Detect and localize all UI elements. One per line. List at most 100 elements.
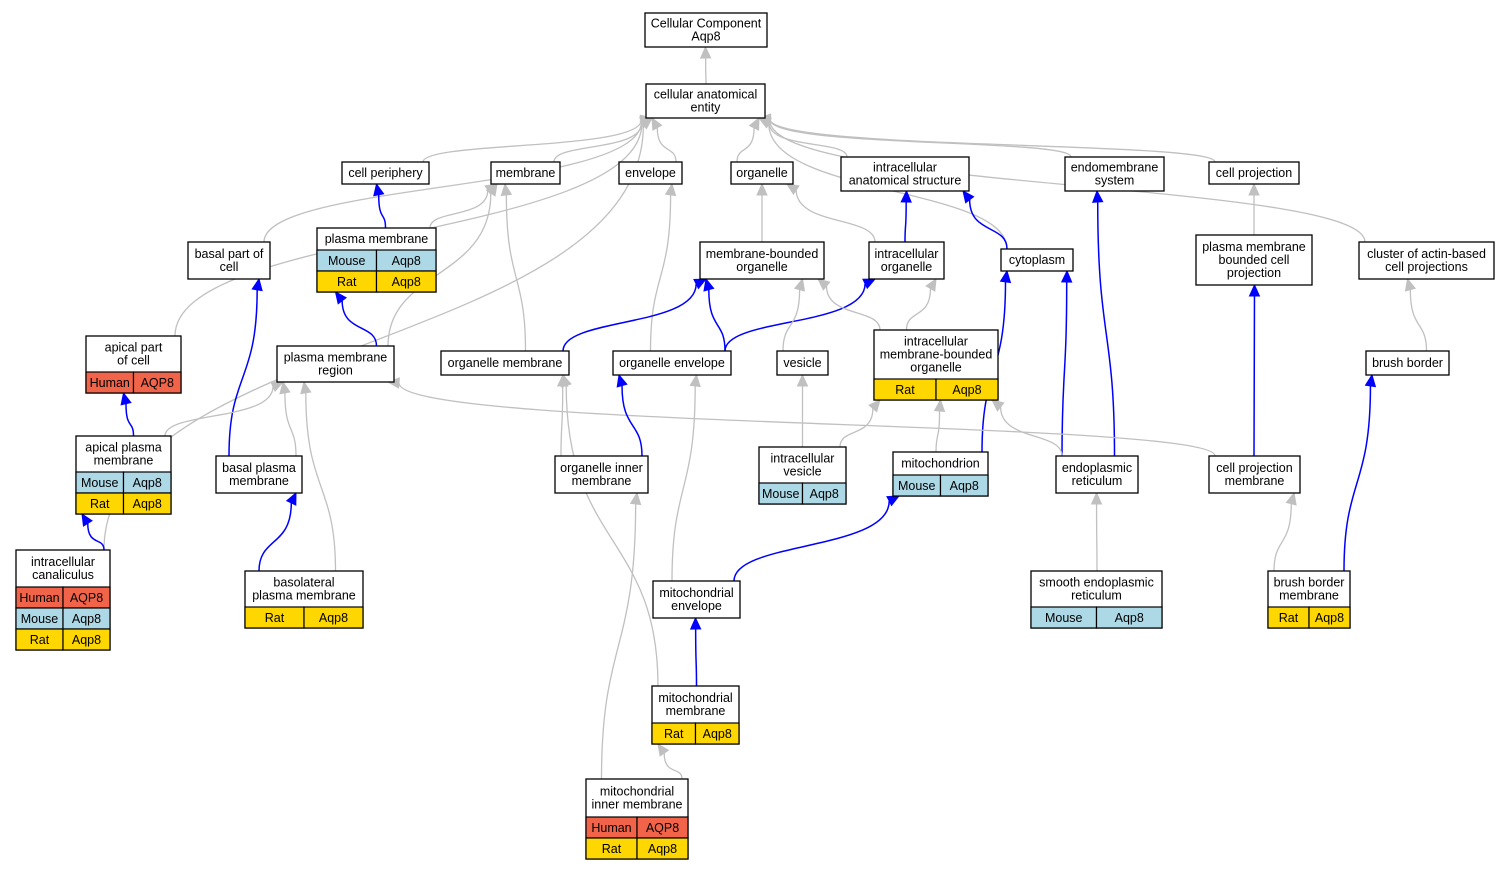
node-orgmem[interactable]: organelle membrane <box>440 350 570 376</box>
node-envelope[interactable]: envelope <box>618 161 683 185</box>
is-a-edge-line <box>782 289 801 352</box>
is-a-arrowhead <box>817 278 831 291</box>
node-label-line: cluster of actin-based <box>1367 247 1486 261</box>
edge-bpm-to-pmr <box>279 380 297 457</box>
edge-pmbcp-to-cellproj <box>1248 182 1260 235</box>
gene-cell <box>375 270 437 293</box>
gene-cell <box>62 628 111 651</box>
edge-imbo-to-intorg <box>905 277 937 331</box>
part-of-arrowhead <box>81 512 93 527</box>
node-box <box>618 161 683 185</box>
edge-brushborder-to-cluster <box>1404 277 1428 352</box>
node-cytoplasm[interactable]: cytoplasm <box>1000 248 1074 272</box>
edge-blpm-to-pmr <box>300 380 337 572</box>
species-label: Rat <box>30 633 50 647</box>
node-box <box>644 12 768 48</box>
node-brushborder[interactable]: brush border <box>1365 350 1450 376</box>
is-a-edge-line <box>768 122 848 158</box>
node-vesicle[interactable]: vesicle <box>776 350 829 376</box>
part-of-arrowhead <box>251 277 263 292</box>
edge-endomem-to-cae <box>757 113 1072 158</box>
node-membrane[interactable]: membrane <box>490 161 561 185</box>
gene-cell <box>303 606 364 629</box>
species-label: Human <box>591 821 631 835</box>
node-label-line: projection <box>1227 266 1281 280</box>
node-cellperiph[interactable]: cell periphery <box>341 161 430 185</box>
gene-label: Aqp8 <box>810 487 839 501</box>
node-imbo[interactable]: intracellularmembrane-boundedorganelleRa… <box>873 329 999 401</box>
part-of-edge-line <box>228 289 258 457</box>
node-organelle[interactable]: organelle <box>730 161 794 185</box>
part-of-edge-line <box>708 289 726 352</box>
edge-mim-to-oim <box>600 491 642 780</box>
node-box <box>1208 455 1301 494</box>
species-label: Rat <box>664 727 684 741</box>
part-of-edge-line <box>1096 201 1116 457</box>
is-a-edge-line <box>422 119 642 163</box>
node-cellproj[interactable]: cell projection <box>1208 161 1300 185</box>
node-label-line: membrane <box>496 166 556 180</box>
node-box <box>1064 156 1165 192</box>
is-a-edge-line <box>560 385 564 457</box>
node-label-line: of cell <box>117 354 150 368</box>
node-label-line: mitochondrial <box>600 785 674 799</box>
part-of-arrowhead <box>616 373 628 388</box>
is-a-arrowhead <box>748 116 760 131</box>
node-box <box>699 241 825 280</box>
edge-cpm-to-pmr <box>386 377 1216 457</box>
node-orgenv[interactable]: organelle envelope <box>612 350 732 376</box>
part-of-edge-line <box>1061 281 1068 457</box>
node-label-line: membrane <box>94 454 154 468</box>
edge-cellproj-to-cae <box>757 113 1216 163</box>
node-label-line: intracellular <box>771 452 835 466</box>
node-label-line: intracellular <box>31 555 95 569</box>
gene-label: AQP8 <box>141 376 174 390</box>
node-label-line: Aqp8 <box>691 30 720 44</box>
node-label-line: region <box>318 364 353 378</box>
gene-label: AQP8 <box>70 591 103 605</box>
part-of-edge-line <box>86 523 105 551</box>
is-a-edge-line <box>565 385 659 687</box>
is-a-edge-line <box>164 386 274 437</box>
node-box <box>776 350 829 376</box>
is-a-arrowhead <box>664 182 677 197</box>
gene-label: Aqp8 <box>319 611 348 625</box>
is-a-arrowhead <box>300 380 312 395</box>
node-label-line: apical plasma <box>85 441 161 455</box>
is-a-arrowhead <box>933 398 946 412</box>
is-a-edge-line <box>769 118 1216 163</box>
node-label-line: brush border <box>1372 356 1443 370</box>
is-a-arrowhead <box>279 380 291 395</box>
edge-apicalpart-to-cae <box>174 117 654 337</box>
gene-label: Aqp8 <box>950 479 979 493</box>
part-of-edge-line <box>968 199 1008 250</box>
species-label: Mouse <box>762 487 800 501</box>
node-label-line: system <box>1095 174 1135 188</box>
